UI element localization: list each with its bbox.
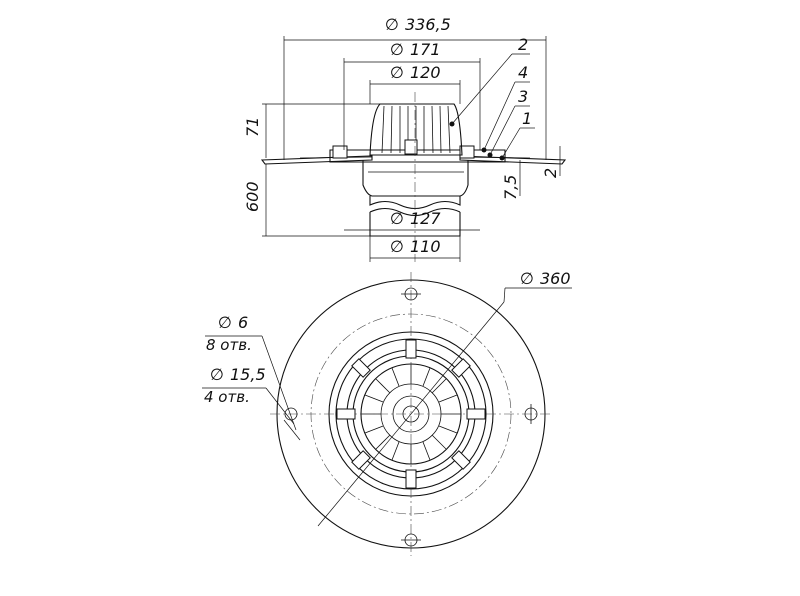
grate-lock [404,139,418,155]
pipe-break [369,207,461,217]
symbol-diameter: ∅ [520,269,534,288]
dome-grate [369,103,463,156]
callout-3: 3 [518,87,528,106]
dim-thickness: 7,5 [501,175,520,200]
bolt-left [332,145,348,159]
symbol-diameter: ∅ [210,365,224,384]
membrane-right [459,155,567,165]
leader-360 [317,301,505,527]
bolt-lug [405,469,417,489]
bolt-right [459,145,475,159]
dim-length: 600 [243,181,262,212]
top-view: ∅ 360 ∅ 6 8 отв. ∅ 15,5 4 отв. [202,269,572,556]
callout-4: 4 [518,63,528,82]
dim-gap: 2 [541,168,560,178]
bolt-lug [351,450,371,470]
dim-flange-diameter: 171 [410,40,441,59]
dim-total-diameter: 360 [540,269,571,288]
bolt-lug [451,358,471,378]
symbol-diameter: ∅ [218,313,232,332]
symbol-diameter: ∅ [385,15,399,34]
hole-small-count: 8 отв. [206,336,252,354]
callout-1: 1 [522,109,532,128]
symbol-diameter: ∅ [390,237,404,256]
dim-pipe-diameter: 110 [410,237,441,256]
symbol-diameter: ∅ [390,40,404,59]
bolt-lugs [336,339,486,489]
bolt-lug [466,408,486,420]
funnel-body [362,160,469,197]
symbol-diameter: ∅ [390,209,404,228]
bolt-lug [405,339,417,359]
bolt-lug [336,408,356,420]
hole-large-diameter: 15,5 [230,365,266,384]
hole-small-diameter: 6 [238,313,248,332]
hole-large-count: 4 отв. [204,388,250,406]
leader-hole-small [261,335,297,431]
leader-3 [489,105,516,156]
callout-2: 2 [518,35,528,54]
dim-outer-diameter: 336,5 [405,15,451,34]
bolt-lug [351,358,371,378]
clamp-ring [329,149,506,163]
leader-2 [451,53,513,125]
bolt-lug [451,450,471,470]
leader-hole-large [265,387,295,425]
side-view: ∅ 336,5 ∅ 171 ∅ 120 ∅ 127 ∅ 110 71 600 [243,15,567,262]
dim-grate-diameter: 120 [410,63,441,82]
dim-grate-height: 71 [243,117,262,137]
leader-4 [483,81,516,151]
leader-1 [501,127,521,159]
dim-pipe-outer-diameter: 127 [410,209,441,228]
symbol-diameter: ∅ [390,63,404,82]
